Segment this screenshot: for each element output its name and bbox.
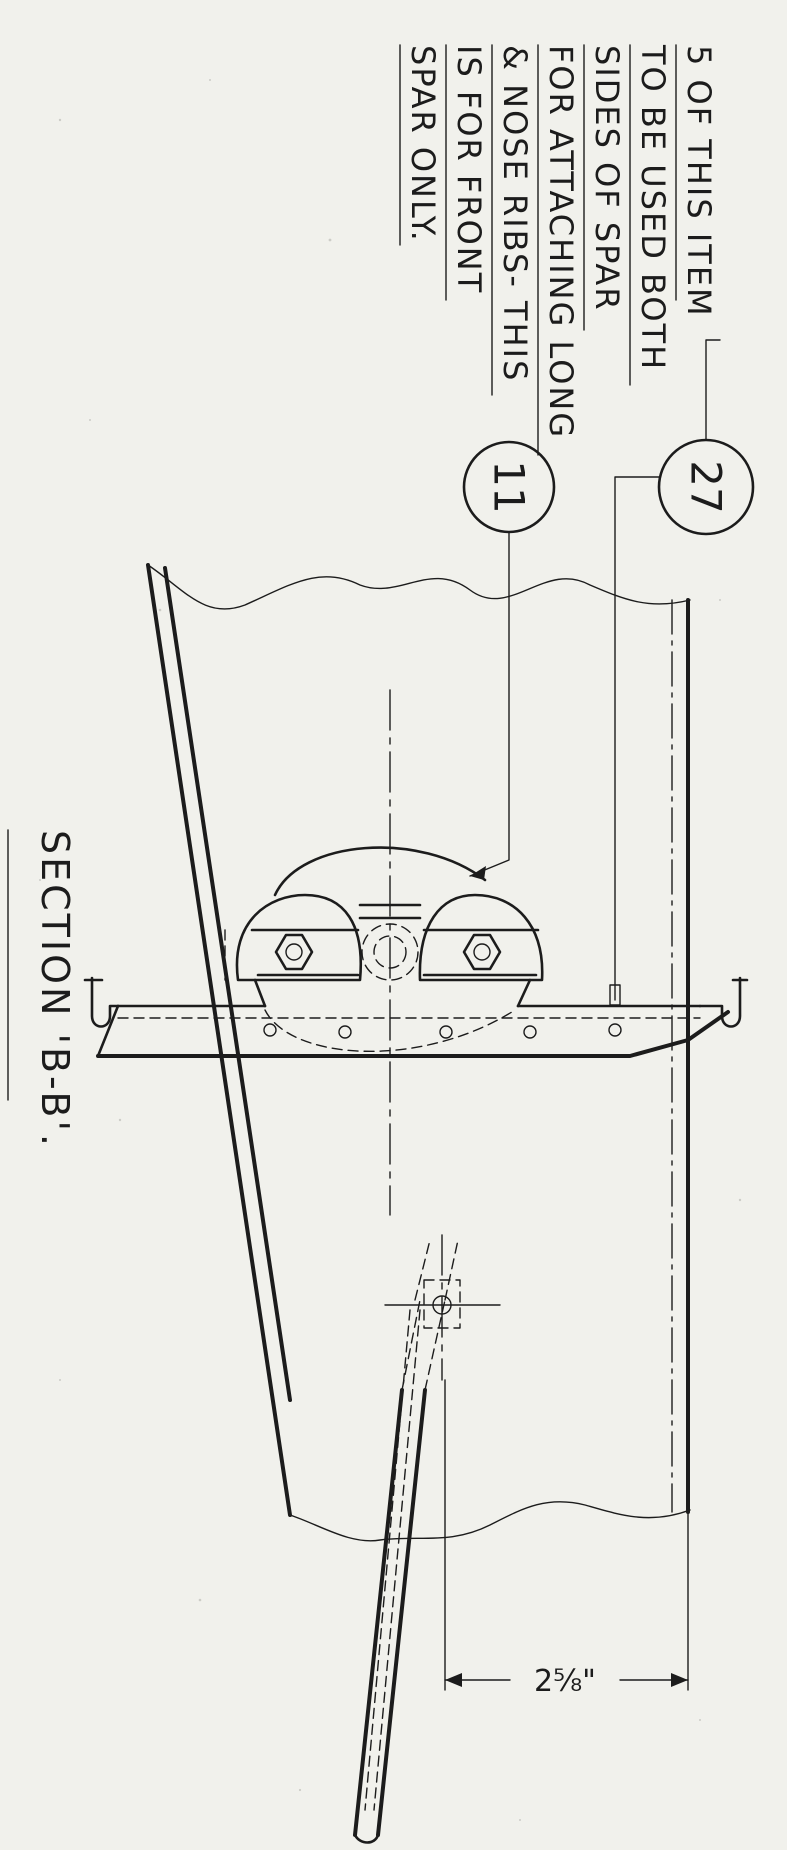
note-line-3: SIDES OF SPAR [588, 45, 626, 312]
balloon-11-label: 11 [485, 460, 534, 513]
spar-break-top [147, 564, 691, 610]
note-line-7: SPAR ONLY. [404, 45, 442, 243]
leader-11 [469, 531, 510, 880]
section-title-text: SECTION 'B-B'. [33, 830, 77, 1149]
note-line-4: FOR ATTACHING LONG [542, 45, 580, 439]
note-line-6: IS FOR FRONT [450, 45, 488, 294]
note-line-1: 5 OF THIS ITEM [680, 45, 718, 318]
attach-fitting [224, 846, 544, 1052]
balloon-11: 11 [462, 440, 556, 534]
note-block: 5 OF THIS ITEM TO BE USED BOTH SIDES OF … [399, 44, 718, 456]
rib-strut [353, 1234, 501, 1844]
spar-flange-right [671, 598, 690, 1514]
rib-channel [83, 976, 749, 1058]
balloon-27-label: 27 [682, 460, 731, 513]
section-title: SECTION 'B-B'. [7, 829, 77, 1149]
leader-27 [614, 339, 721, 1001]
dimension-label: 2⅝" [534, 1664, 596, 1699]
dimension-2-5-8: 2⅝" [444, 1379, 689, 1699]
note-line-5: & NOSE RIBS- THIS [496, 45, 534, 382]
spar-flange-left [146, 563, 292, 1517]
balloon-27: 27 [657, 438, 755, 536]
spar-break-bottom [289, 1501, 691, 1542]
note-line-2: TO BE USED BOTH [634, 44, 672, 371]
